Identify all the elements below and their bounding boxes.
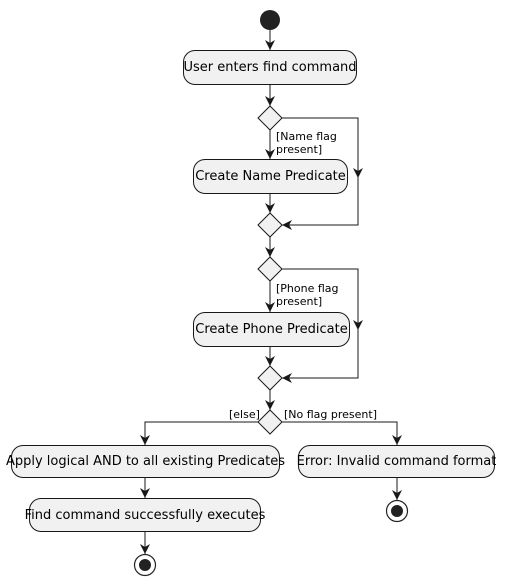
merge-phone-flag [257,365,283,391]
action-apply-logical-and: Apply logical AND to all existing Predic… [6,445,285,478]
end-node-success [133,553,157,577]
decision-name-flag [257,105,283,131]
guard-no-flag-present: [No flag present] [284,408,378,421]
edge-decision1-bypass [282,117,363,178]
guard-name-flag-line2: present] [276,143,323,156]
guard-phone-flag-line2: present] [276,295,323,308]
action-create-name-predicate: Create Name Predicate [193,159,348,194]
guard-else: [else] [229,408,260,421]
action-error-invalid-format: Error: Invalid command format [297,445,496,478]
guard-name-flag: [Name flag present] [276,130,337,156]
decision-any-flag [257,409,283,435]
decision-phone-flag [257,256,283,282]
guard-phone-flag: [Phone flag present] [276,282,339,308]
guard-phone-flag-line1: [Phone flag [276,282,339,295]
merge-name-flag [257,212,283,238]
guard-name-flag-line1: [Name flag [276,130,337,143]
action-find-command-executes: Find command successfully executes [25,498,265,532]
edge-no-flag-to-error [282,421,402,445]
action-user-enters-find-command: User enters find command [183,50,357,85]
end-node-error [385,499,409,523]
start-node [260,10,280,30]
edge-decision2-bypass [282,268,363,330]
action-create-phone-predicate: Create Phone Predicate [193,312,350,347]
edge-else-to-apply-and [140,421,258,445]
